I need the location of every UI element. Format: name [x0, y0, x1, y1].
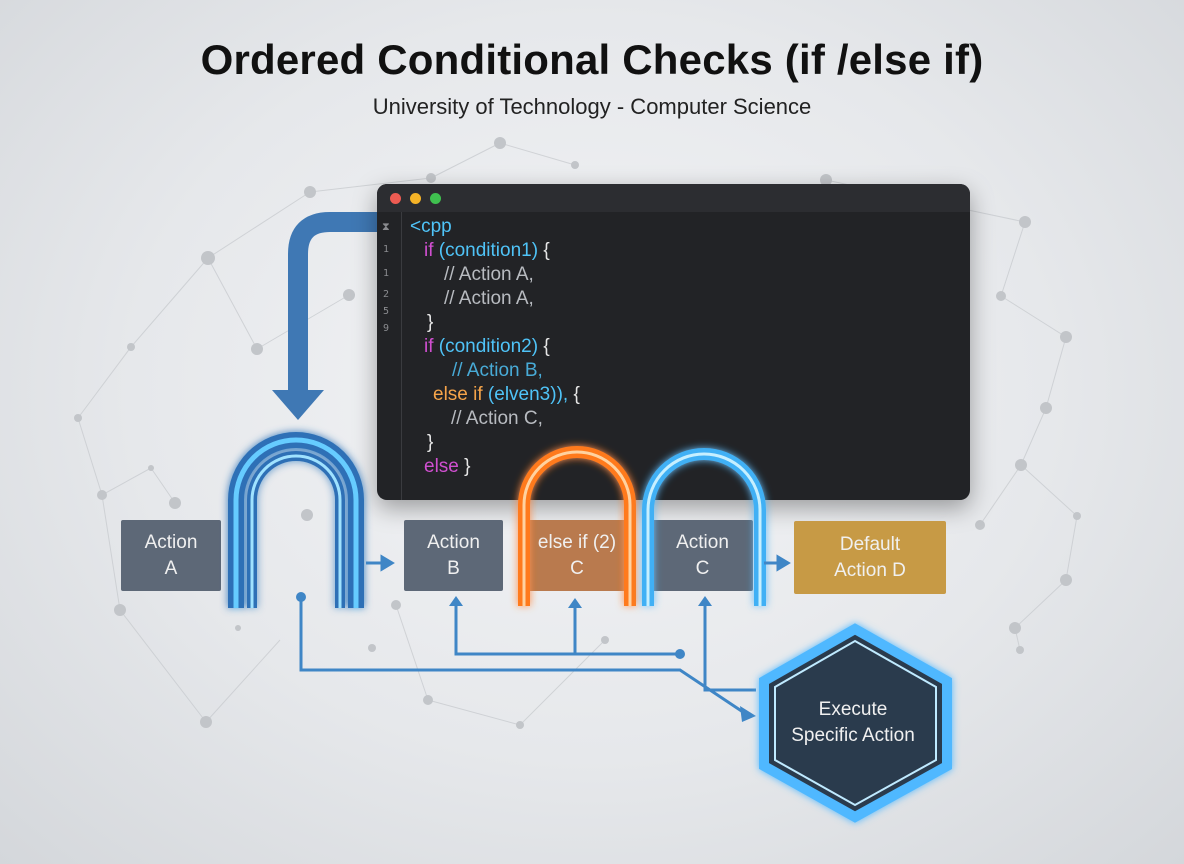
line-gutter: ⧗ 1 1 2 5 9 [377, 212, 402, 500]
code-line: } [427, 432, 434, 453]
editor-titlebar [377, 184, 970, 212]
pin-icon: ⧗ [382, 220, 390, 233]
close-dot[interactable] [390, 193, 401, 204]
connector-b-loop [454, 604, 680, 656]
connector-to-execute [299, 597, 747, 716]
line-number: 1 [383, 268, 390, 279]
line-number: 2 [383, 289, 390, 300]
connector-c-down [703, 604, 756, 692]
code-line: else if (elven3)), { [433, 384, 580, 405]
code-line: // Action C, [451, 408, 543, 429]
entry-flow-arrow [288, 212, 378, 392]
page-title: Ordered Conditional Checks (if /else if) [200, 36, 984, 83]
code-line: } [427, 312, 434, 333]
else-if-c-box: else if (2)C [528, 520, 626, 591]
code-line: else } [424, 456, 471, 477]
arrowhead-up-c [698, 596, 712, 606]
entry-arrow-head [272, 390, 324, 420]
connector-dot [675, 649, 685, 659]
condition1-arch [228, 432, 364, 608]
code-line: <cpp [410, 216, 452, 237]
execute-action-label: Execute Specific Action [791, 699, 915, 746]
code-line: // Action A, [444, 264, 534, 285]
code-editor-window: ⧗ 1 1 2 5 9 <cpp if (condition1) { // Ac… [377, 184, 970, 500]
line-number: 5 [383, 306, 390, 317]
arrowhead-execute [740, 706, 756, 722]
execute-hexagon [759, 623, 952, 823]
code-line: if (condition1) { [424, 240, 550, 261]
code-line: // Action A, [444, 288, 534, 309]
minimize-dot[interactable] [410, 193, 421, 204]
condition3-arch [642, 448, 766, 606]
line-number: 1 [383, 244, 390, 255]
code-line: // Action B, [452, 360, 543, 381]
maximize-dot[interactable] [430, 193, 441, 204]
arrowhead-up-b [449, 596, 463, 606]
condition2-arch [518, 446, 636, 606]
connector-dot [296, 592, 306, 602]
code-line: if (condition2) { [424, 336, 550, 357]
arrowhead-up-else [568, 598, 582, 608]
line-number: 9 [383, 323, 390, 334]
page-subtitle: University of Technology - Computer Scie… [372, 94, 812, 119]
